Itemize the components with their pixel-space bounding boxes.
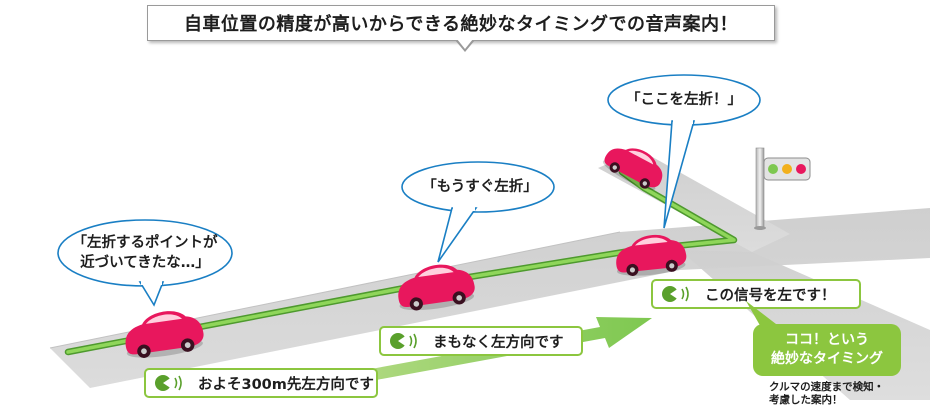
voice-icon <box>661 285 697 303</box>
title-pointer-inner <box>457 39 473 49</box>
guidance-300m-text: およそ300m先左方向です <box>198 376 374 393</box>
timing-callout: ココ！という 絶妙なタイミング <box>753 324 901 376</box>
car-4 <box>602 148 663 190</box>
bubble-third-text: 「ここを左折！」 <box>626 92 742 108</box>
speech-bubbles <box>57 74 761 307</box>
callout-line1: ココ！という <box>785 332 869 348</box>
bubble-second: 「もうすぐ左折」 <box>405 177 555 197</box>
callout-pointer <box>746 301 776 329</box>
bubble-first: 「左折するポイントが 近づいてきたな…」 <box>60 233 230 273</box>
bubble-third: 「ここを左折！」 <box>609 90 759 110</box>
voice-icon <box>154 374 190 392</box>
guidance-soon-text: まもなく左方向です <box>433 334 564 351</box>
guidance-signal: この信号を左です！ <box>651 279 861 309</box>
speed-note-line2: 考慮した案内！ <box>769 394 843 406</box>
guidance-300m: およそ300m先左方向です <box>144 368 378 398</box>
bubble-second-text: 「もうすぐ左折」 <box>422 179 538 195</box>
page-title-text: 自車位置の精度が高いからできる絶妙なタイミングでの音声案内！ <box>183 14 739 35</box>
bubble-first-line2: 近づいてきたな…」 <box>80 255 210 271</box>
car-1 <box>125 311 204 358</box>
guidance-soon: まもなく左方向です <box>379 326 583 356</box>
bubble-first-line1: 「左折するポイントが <box>72 235 218 251</box>
callout-line2: 絶妙なタイミング <box>771 351 883 367</box>
car-2 <box>398 264 475 311</box>
voice-icon <box>389 332 425 350</box>
speed-note-line1: クルマの速度まで検知・ <box>769 381 885 393</box>
traffic-signal <box>754 147 811 230</box>
guidance-signal-text: この信号を左です！ <box>705 287 836 304</box>
speed-note: クルマの速度まで検知・ 考慮した案内！ <box>769 381 884 407</box>
car-3 <box>616 234 687 276</box>
page-title: 自車位置の精度が高いからできる絶妙なタイミングでの音声案内！ <box>147 5 775 41</box>
